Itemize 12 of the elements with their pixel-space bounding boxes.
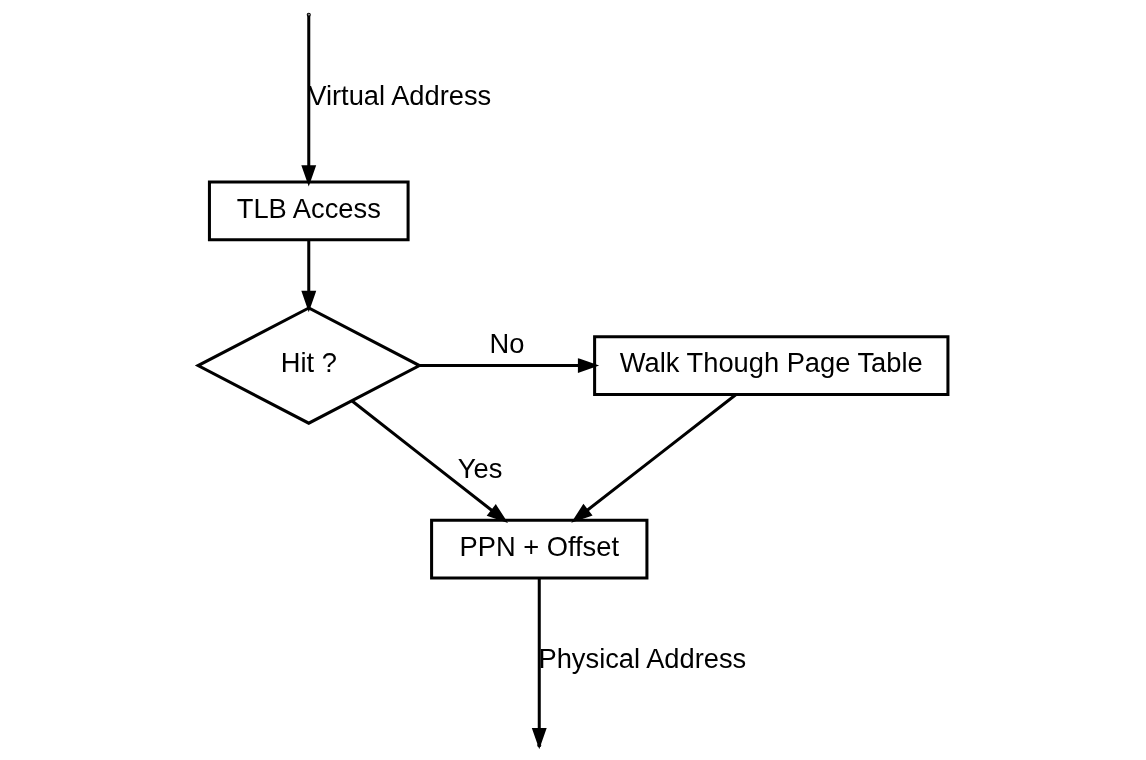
node-box: TLB Access (207, 180, 410, 242)
arrow (301, 240, 317, 313)
arrow (571, 393, 737, 523)
arrow (301, 15, 317, 187)
edge-label: Yes (457, 453, 503, 485)
node-box: Walk Though Page Table (593, 335, 950, 396)
node-diamond: Hit ? (194, 306, 423, 425)
arrow (351, 399, 508, 524)
edge-label: No (489, 327, 525, 359)
arrow (419, 358, 600, 374)
edge-label: Virtual Address (308, 80, 492, 112)
node-box: PPN + Offset (430, 518, 649, 580)
